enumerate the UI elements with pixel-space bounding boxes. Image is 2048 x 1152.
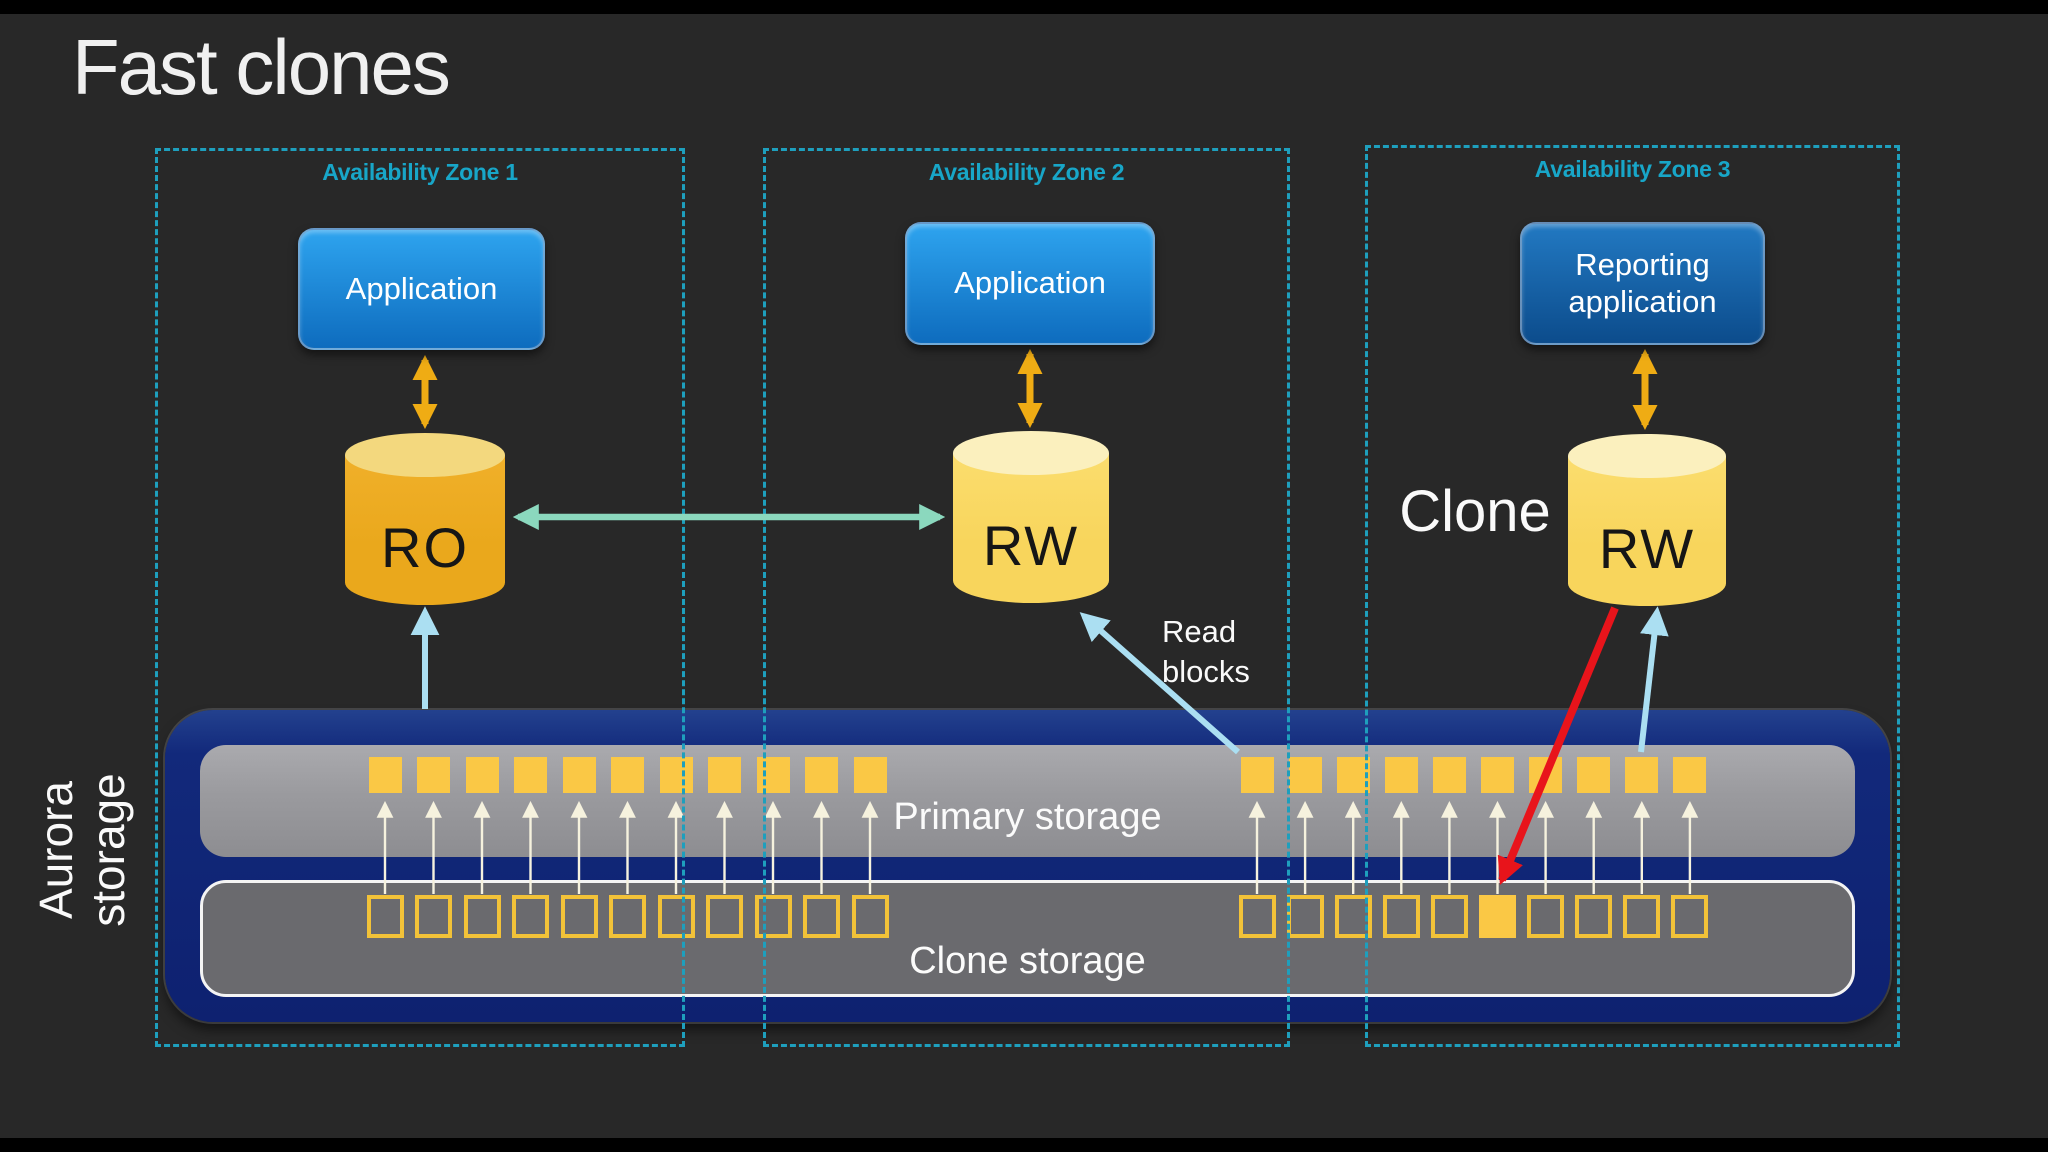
ro-database-cylinder: RO (345, 433, 505, 605)
page-title: Fast clones (72, 23, 451, 111)
application-box-zone2: Application (905, 222, 1155, 345)
reporting-application-box: Reporting application (1520, 222, 1765, 345)
aurora-storage-side-label: Aurora storage (30, 773, 134, 927)
cylinder-top-ellipse (1568, 434, 1726, 478)
cylinder-body (953, 453, 1109, 603)
read-blocks-annotation: Read blocks (1162, 614, 1250, 690)
rw-database-label: RW (982, 513, 1080, 577)
clone-storage-bar: Clone storage (200, 880, 1855, 997)
rw-database-cylinder: RW (953, 431, 1109, 603)
availability-zone-2-label: Availability Zone 2 (928, 159, 1125, 185)
cylinder-top-ellipse (953, 431, 1109, 475)
clone-rw-database-cylinder: RW (1568, 434, 1726, 606)
reporting-application-label: Reporting application (1568, 246, 1717, 319)
cylinder-body (345, 455, 505, 605)
clone-annotation: Clone (1399, 479, 1551, 544)
application-label-zone1: Application (345, 270, 498, 306)
application-label-zone2: Application (954, 265, 1106, 301)
top-black-strip (0, 0, 2048, 14)
bottom-black-strip (0, 1138, 2048, 1152)
primary-storage-bar: Primary storage (200, 745, 1855, 857)
ro-database-label: RO (381, 515, 469, 579)
availability-zone-1-label: Availability Zone 1 (322, 159, 518, 185)
cylinder-top-ellipse (345, 433, 505, 477)
clone-storage-label: Clone storage (909, 940, 1146, 982)
application-box-zone1: Application (298, 228, 545, 350)
cylinder-body (1568, 456, 1726, 606)
clone-rw-database-label: RW (1598, 516, 1696, 580)
primary-storage-label: Primary storage (893, 796, 1162, 838)
availability-zone-3-label: Availability Zone 3 (1534, 156, 1731, 182)
